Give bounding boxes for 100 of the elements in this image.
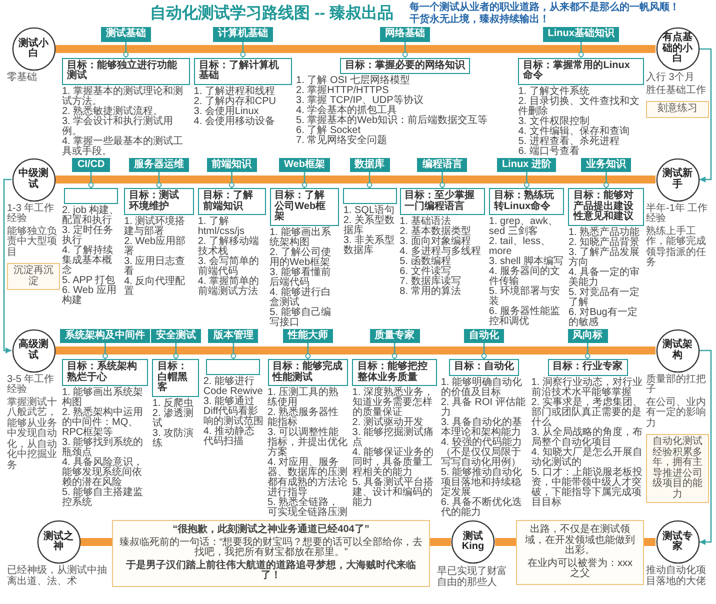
stage-note: 在公司、业内有一定的影响力 bbox=[646, 398, 707, 429]
goal-item: 6. Web 应用构建 bbox=[62, 286, 118, 306]
stage-note: 1-3 年工作经验 bbox=[7, 204, 56, 224]
goal-item: 5. 对竞品有一定了解 bbox=[568, 288, 641, 308]
stage-circle: 测试King bbox=[451, 520, 495, 564]
goal-item: 1. 能够画出系统架构图 bbox=[270, 228, 332, 248]
goal-item: 2. 掌握HTTP/HTTPS bbox=[296, 86, 390, 96]
topic-header: 网络基础 bbox=[380, 27, 430, 42]
header-note: 干货永无止境，臻叔持续输出！ bbox=[410, 15, 551, 26]
dot-connector bbox=[156, 172, 162, 188]
goal-item: 4. 了解持续集成基本概念 bbox=[62, 246, 114, 276]
goal-item: 5. APP 打包 bbox=[62, 276, 116, 286]
goal-item: 3. 面向对象编程 bbox=[400, 237, 471, 247]
dot-connector bbox=[88, 172, 94, 188]
quote-box bbox=[112, 520, 430, 586]
goal-item: 5. 进程查看、杀死进程 bbox=[518, 136, 620, 146]
quote-text: 臻叔临死前的一句话：“想要我的财宝吗？想要的话可以全部给你，去找吧，我把所有财宝都放在那里。” bbox=[119, 538, 423, 558]
timeline-bar bbox=[56, 176, 656, 184]
tip-box: 自动化测试经验积累多年，拥有主导推进公司级项目的能力 bbox=[646, 434, 709, 503]
goal-item: 4. 能够保证业务的同时，具备质量工程相关的能力 bbox=[352, 448, 434, 478]
goal-item: 4. 反向代理配置 bbox=[124, 277, 186, 297]
goal-item: 2. 了解内存和CPU bbox=[194, 96, 277, 106]
goal-item: 3. 具备自动化的基本理论和架构能力 bbox=[440, 418, 523, 438]
timeline-bar bbox=[430, 538, 451, 546]
goal-item: 7. 常见网络安全问题 bbox=[296, 136, 388, 146]
goal-box: 目标：白帽黑客 bbox=[152, 359, 200, 396]
goal-item: 1. SQL语句 bbox=[343, 206, 396, 216]
stage-circle: 测试专家 bbox=[656, 520, 700, 564]
goal-item: 2. Web应用部署 bbox=[124, 237, 187, 257]
stage-circle: 有点基础的小白 bbox=[656, 27, 700, 71]
topic-header: 风向标 bbox=[568, 328, 608, 343]
tip-box: 刻意练习 bbox=[646, 101, 709, 118]
goal-item: 4. 学会基本的抓包工具 bbox=[296, 106, 398, 116]
goal-item: 2. 具备 ROI 评估能力 bbox=[440, 398, 526, 418]
dot-connector bbox=[604, 172, 609, 188]
dot-connector bbox=[102, 343, 108, 359]
dot-connector bbox=[230, 343, 236, 359]
stage-circle: 测试新手 bbox=[656, 158, 700, 202]
goal-item: 3. 会写简单的前端代码 bbox=[198, 257, 260, 277]
goal-item: 5. 函数编程 bbox=[400, 257, 452, 267]
goal-item: 6. 文件读写 bbox=[400, 267, 451, 277]
quote-text: 出路，不仅是在测试领域，在开发领域也能做到出彩。 bbox=[524, 525, 636, 556]
quote-text: 在业内可以被誉为：xxx之父 bbox=[526, 558, 634, 580]
goal-item: 2. 了解移动端技术栈 bbox=[198, 237, 260, 257]
goal-item: 4. 会使用移动设备 bbox=[194, 116, 276, 126]
dot-connector bbox=[578, 42, 584, 58]
goal-box bbox=[64, 188, 118, 204]
topic-header: CI/CD bbox=[72, 158, 110, 172]
stage-note: 质量部的扛把子 bbox=[646, 374, 707, 396]
goal-item: 2. 熟悉敏捷测试流程。 bbox=[62, 106, 164, 116]
topic-header: 质量专家 bbox=[370, 328, 420, 343]
topic-header: Linux 进阶 bbox=[496, 158, 556, 172]
goal-item: 6. 端口号查看 bbox=[518, 146, 580, 156]
goal-item: 2. 测试驱动开发 bbox=[352, 418, 424, 428]
goal-box: 目标：能够完成性能测试 bbox=[268, 359, 348, 386]
goal-item: 1. 能够画出系统架构图 bbox=[62, 388, 144, 408]
timeline-bar bbox=[56, 45, 656, 53]
goal-item: 5. 掌握基本的Web知识：前后端数据交互等 bbox=[296, 116, 489, 126]
goal-item: 4. 能够进行白盒测试 bbox=[270, 288, 332, 308]
diagram-title: 自动化测试学习路线图 -- 臻叔出品 bbox=[150, 6, 394, 22]
goal-item: 1. 掌握基本的测试理论和测试方法。 bbox=[62, 86, 184, 106]
stage-note: 零基础 bbox=[7, 73, 38, 84]
stage-note: 早已实现了财富自由的那些人 bbox=[437, 567, 508, 588]
flow-arrow bbox=[700, 48, 712, 182]
topic-header: 性能大师 bbox=[282, 328, 333, 343]
goal-item: 5. 熟悉全链路，可实现全链路压测 bbox=[268, 498, 348, 518]
goal-item: 6. 了解 Socket bbox=[296, 126, 361, 136]
dot-connector bbox=[402, 42, 408, 58]
goal-box: 目标：了解公司Web框架 bbox=[270, 188, 340, 226]
goal-item: 1. 了解进程和线程 bbox=[194, 86, 276, 96]
goal-item: 5. 环境部署与安装 bbox=[488, 287, 562, 307]
goal-item: 6. 对Bug有一定的敏感 bbox=[568, 308, 638, 328]
goal-item: 6. 服务器性能监控和调优 bbox=[488, 307, 562, 327]
goal-item: 5. 能够自主搭建监控系统 bbox=[62, 488, 144, 508]
header-note: 每一个测试从业者的职业道路，从来都不是那么的一帆风顺！ bbox=[410, 2, 680, 13]
timeline-bar bbox=[56, 346, 656, 354]
stage-note: 推动自动化项目落地的大佬 bbox=[646, 566, 707, 587]
stage-circle: 测试架构 bbox=[656, 328, 700, 372]
goal-item: 4. 较强的代码能力（不是仅仅局限于写写自动化用例） bbox=[440, 438, 523, 468]
goal-item: 5. 口才：上能说服老板投资，中能带领中级人才突破，下能指导下属完成项目目标 bbox=[531, 468, 644, 508]
goal-item: 3. 了解产品发展方向 bbox=[568, 248, 641, 268]
dot-connector bbox=[302, 172, 308, 188]
dot-connector bbox=[392, 343, 398, 359]
goal-item: 4. 知晓大厂是怎么开展自动化测试的 bbox=[531, 448, 644, 468]
goal-item: 3. 学会设计和执行测试用例。 bbox=[62, 116, 174, 136]
goal-item: 2. 熟悉服务器性能指标 bbox=[268, 408, 340, 428]
goal-item: 4. 服务器间的文件传输 bbox=[488, 267, 562, 287]
stage-circle: 中级测试 bbox=[12, 158, 56, 202]
goal-item: 1. 了解html/css/js bbox=[198, 217, 245, 237]
quote-box bbox=[516, 520, 644, 584]
goal-item: 5. 具备测试平台搭建、设计和编码的能力 bbox=[352, 478, 434, 508]
goal-item: 3. 非关系型数据库 bbox=[343, 236, 396, 256]
goal-item: 4. 文件编辑、保存和查询 bbox=[518, 126, 630, 136]
goal-item: 4. 具备一定的审美能力 bbox=[568, 268, 641, 288]
goal-item: 1. 了解文件系统 bbox=[518, 86, 590, 96]
goal-box: 目标：能够把控整体业务质量 bbox=[352, 359, 437, 386]
goal-box: 目标：能够对产品提出建设性意见和建议 bbox=[568, 188, 644, 226]
goal-item: 1. 洞察行业动态，对行业前沿技术水平能够掌握 bbox=[531, 378, 644, 398]
dot-connector bbox=[240, 42, 246, 58]
stage-note: 半年-1年 工作经验 bbox=[646, 204, 709, 224]
